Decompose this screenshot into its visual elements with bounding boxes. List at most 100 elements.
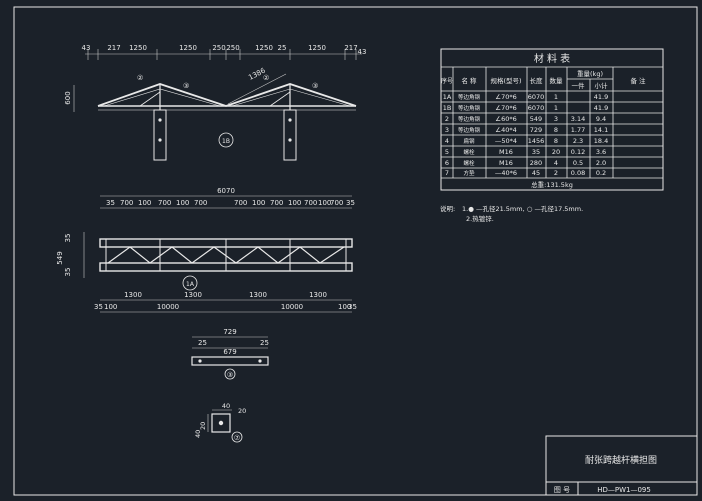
cell-name: 等边角钢 xyxy=(458,126,481,134)
table-header: 规格(型号) xyxy=(490,76,521,85)
cell-unit-weight: 2.3 xyxy=(573,137,583,145)
cell-length: 280 xyxy=(530,159,542,167)
cell-no: 7 xyxy=(445,169,449,177)
dim-label: 100 xyxy=(138,199,151,207)
cell-spec: ∠70*6 xyxy=(495,93,516,101)
cell-total-weight: 9.4 xyxy=(596,115,606,123)
table-header: 一件 xyxy=(572,81,586,90)
dim-label: 35 xyxy=(346,199,355,207)
dim-label: 35 xyxy=(348,303,357,311)
dim-label: 40 xyxy=(222,402,230,410)
table-header: 小计 xyxy=(595,81,609,90)
cell-spec: —40*6 xyxy=(495,169,517,177)
cell-no: 4 xyxy=(445,137,449,145)
cell-total-weight: 0.2 xyxy=(596,169,606,177)
dim-label: 43 xyxy=(82,44,91,52)
part-mark: ② xyxy=(263,74,269,82)
drawing-number: HD—PW1—095 xyxy=(597,486,651,494)
notes: 说明: 1.● —孔径21.5mm, ○ —孔径17.5mm. 2.热镀锌. xyxy=(440,204,583,223)
detail-3-labels: 729 25 679 25 ③ xyxy=(198,328,269,379)
dim-label: 217 xyxy=(344,44,357,52)
cell-qty: 2 xyxy=(554,169,558,177)
dim-label: 35 xyxy=(106,199,115,207)
part-mark: ③ xyxy=(183,82,189,90)
dim-label: 250 xyxy=(226,44,239,52)
drawing-no-label: 图 号 xyxy=(554,486,570,494)
dim-label: 729 xyxy=(223,328,236,336)
dim-label: 679 xyxy=(223,348,236,356)
table-row: 6 螺栓 M16 280 4 0.5 2.0 xyxy=(445,159,606,167)
dim-label: 25 xyxy=(278,44,287,52)
total-weight: 总重:131.5kg xyxy=(531,180,573,189)
table-row: 4 扁钢 —50*4 1456 8 2.3 18.4 xyxy=(445,137,608,145)
table-header: 长度 xyxy=(530,76,544,85)
dim-label: 10000 xyxy=(281,303,303,311)
table-row: 3 等边角钢 ∠40*4 729 8 1.77 14.1 xyxy=(445,126,608,134)
drawing-title: 耐张跨越杆横担图 xyxy=(585,454,657,466)
notes-label: 说明: xyxy=(440,204,455,213)
cell-qty: 3 xyxy=(554,115,558,123)
cell-name: 扁钢 xyxy=(463,137,475,145)
cell-total-weight: 41.9 xyxy=(594,93,608,101)
dim-label: 1300 xyxy=(184,291,202,299)
dim-label: 10000 xyxy=(157,303,179,311)
cell-spec: ∠40*4 xyxy=(495,126,516,134)
part-mark: ③ xyxy=(312,82,318,90)
dim-label: 1300 xyxy=(309,291,327,299)
dim-label: 25 xyxy=(260,339,269,347)
cell-length: 729 xyxy=(530,126,542,134)
dim-label: 217 xyxy=(107,44,120,52)
dim-label: 100 xyxy=(104,303,117,311)
table-row: 1A 等边角钢 ∠70*6 6070 1 41.9 xyxy=(443,93,609,101)
cell-total-weight: 41.9 xyxy=(594,104,608,112)
cell-length: 1456 xyxy=(528,137,545,145)
cell-spec: ∠70*6 xyxy=(495,104,516,112)
dim-label: 1250 xyxy=(308,44,326,52)
cell-no: 1B xyxy=(443,104,452,112)
note-line: 1.● —孔径21.5mm, ○ —孔径17.5mm. xyxy=(462,204,583,213)
dim-label: 1250 xyxy=(129,44,147,52)
part-mark: ③ xyxy=(227,371,233,379)
rise-dim-label: 600 xyxy=(64,91,72,104)
dim-label: 1250 xyxy=(179,44,197,52)
cell-length: 549 xyxy=(530,115,542,123)
cell-no: 5 xyxy=(445,148,449,156)
dim-label: 250 xyxy=(212,44,225,52)
cell-no: 3 xyxy=(445,126,449,134)
cell-qty: 4 xyxy=(554,159,558,167)
cell-no: 1A xyxy=(443,93,452,101)
elevation-labels: 43 217 1250 1250 250 250 1250 25 1250 21… xyxy=(64,44,366,145)
cell-spec: M16 xyxy=(499,148,513,156)
title-block xyxy=(545,435,698,496)
table-title: 材 料 表 xyxy=(534,52,570,65)
dim-label: 100 xyxy=(338,303,351,311)
overall-dim: 6070 xyxy=(217,187,235,195)
dim-label: 700 xyxy=(234,199,247,207)
cell-name: 方垫 xyxy=(463,169,475,177)
elevation-view xyxy=(73,49,362,161)
dim-label: 100 xyxy=(176,199,189,207)
cell-total-weight: 14.1 xyxy=(594,126,608,134)
cell-length: 45 xyxy=(532,169,540,177)
dim-label: 700 xyxy=(120,199,133,207)
cell-name: 等边角钢 xyxy=(458,104,481,112)
dim-label: 25 xyxy=(198,339,207,347)
cell-qty: 20 xyxy=(552,148,560,156)
detail-part-7 xyxy=(207,409,243,443)
cell-length: 6070 xyxy=(528,104,545,112)
cell-unit-weight: 0.5 xyxy=(573,159,583,167)
cell-no: 6 xyxy=(445,159,449,167)
cell-spec: ∠60*6 xyxy=(495,115,516,123)
dim-label: 700 xyxy=(270,199,283,207)
dim-label: 1300 xyxy=(249,291,267,299)
material-table-text: 材 料 表 序号 名 称 规格(型号) 长度 数量 重量(kg) 一件 小计 备… xyxy=(441,52,646,189)
dim-label: 700 xyxy=(194,199,207,207)
table-header: 备 注 xyxy=(630,76,646,85)
dim-label: 100 xyxy=(318,199,331,207)
cell-name: 螺栓 xyxy=(463,159,475,167)
dim-label: 35 xyxy=(64,268,72,277)
detail-part-3 xyxy=(191,336,269,380)
section-callout: 1A xyxy=(186,281,195,288)
dim-label: 35 xyxy=(64,234,72,243)
plan-labels: 6070 35 700 100 700 100 700 700 100 700 … xyxy=(56,187,357,311)
